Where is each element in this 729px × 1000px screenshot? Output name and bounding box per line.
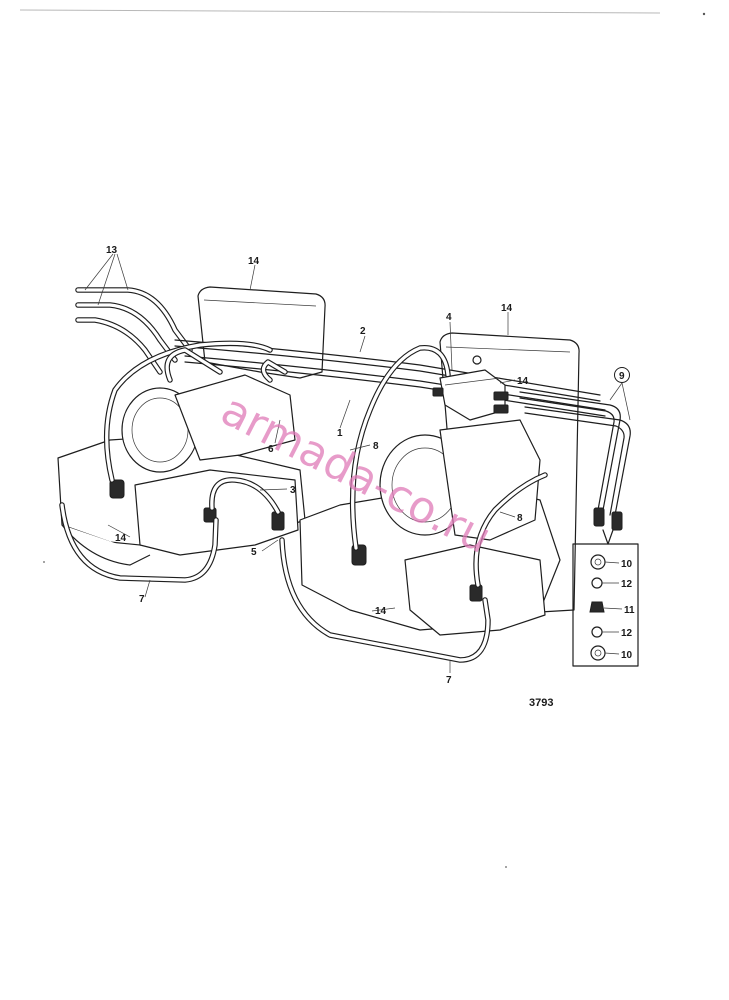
callout-14-right-plate: 14	[501, 303, 513, 314]
fittings-inset	[572, 529, 639, 667]
main-pipe-run-1-2	[174, 339, 606, 417]
callout-1: 1	[337, 428, 343, 439]
right-fitting-b	[469, 584, 483, 602]
callout-labels: 13 14 2 4 14 14 9 1 6 8 3 8 14 5 7 14 7 …	[106, 245, 635, 686]
right-feed-hose-8	[349, 345, 548, 588]
callout-14-left-housing: 14	[115, 533, 127, 544]
callout-6: 6	[268, 444, 274, 455]
lower-hose-7-right	[279, 537, 491, 663]
left-motor-body	[174, 374, 296, 461]
inset-frame	[572, 543, 639, 667]
scan-edge-line	[19, 9, 661, 14]
figure-number: 3793	[529, 697, 553, 709]
hose-bundle-13	[75, 287, 193, 375]
left-bracket-plate	[197, 286, 326, 379]
callout-12-top: 12	[621, 579, 633, 590]
callout-14-block: 14	[517, 376, 529, 387]
callout-7-left: 7	[139, 594, 145, 605]
fitting-part-12-top	[591, 577, 603, 589]
callout-12-bottom: 12	[621, 628, 633, 639]
scan-speck	[505, 866, 507, 868]
callout-14-left-plate: 14	[248, 256, 260, 267]
pipe-9-end-b	[611, 511, 623, 531]
scan-speck	[43, 561, 45, 563]
callout-11: 11	[624, 605, 635, 616]
left-fitting-a	[109, 479, 125, 499]
fitting-part-10-bottom	[590, 645, 606, 661]
callout-9: 9	[619, 371, 625, 382]
distribution-block-4	[432, 355, 509, 421]
pipes-9	[519, 391, 631, 531]
callout-13: 13	[106, 245, 118, 256]
callout-14-right-housing: 14	[375, 606, 387, 617]
fitting-part-10-top	[590, 554, 606, 570]
lower-hose-7-left	[59, 502, 219, 583]
pipe-9-end-a	[593, 507, 605, 527]
right-motor-body	[439, 419, 541, 541]
leader-lines	[84, 253, 631, 673]
scan-speck	[702, 12, 706, 16]
callout-10-bottom: 10	[621, 650, 633, 661]
callout-5: 5	[251, 547, 257, 558]
callout-9-circle	[614, 367, 630, 383]
crossover-hose-3	[209, 477, 281, 515]
callout-4: 4	[446, 312, 452, 323]
callout-3: 3	[290, 485, 296, 496]
callout-7-right: 7	[446, 675, 452, 686]
fitting-part-12-bottom	[591, 626, 603, 638]
left-return-hose	[103, 340, 288, 483]
callout-8-lower: 8	[517, 513, 523, 524]
bleed-screw	[472, 355, 482, 365]
callout-10-top: 10	[621, 559, 633, 570]
callout-2: 2	[360, 326, 366, 337]
callout-8-upper: 8	[373, 441, 379, 452]
fitting-part-11	[589, 601, 605, 613]
